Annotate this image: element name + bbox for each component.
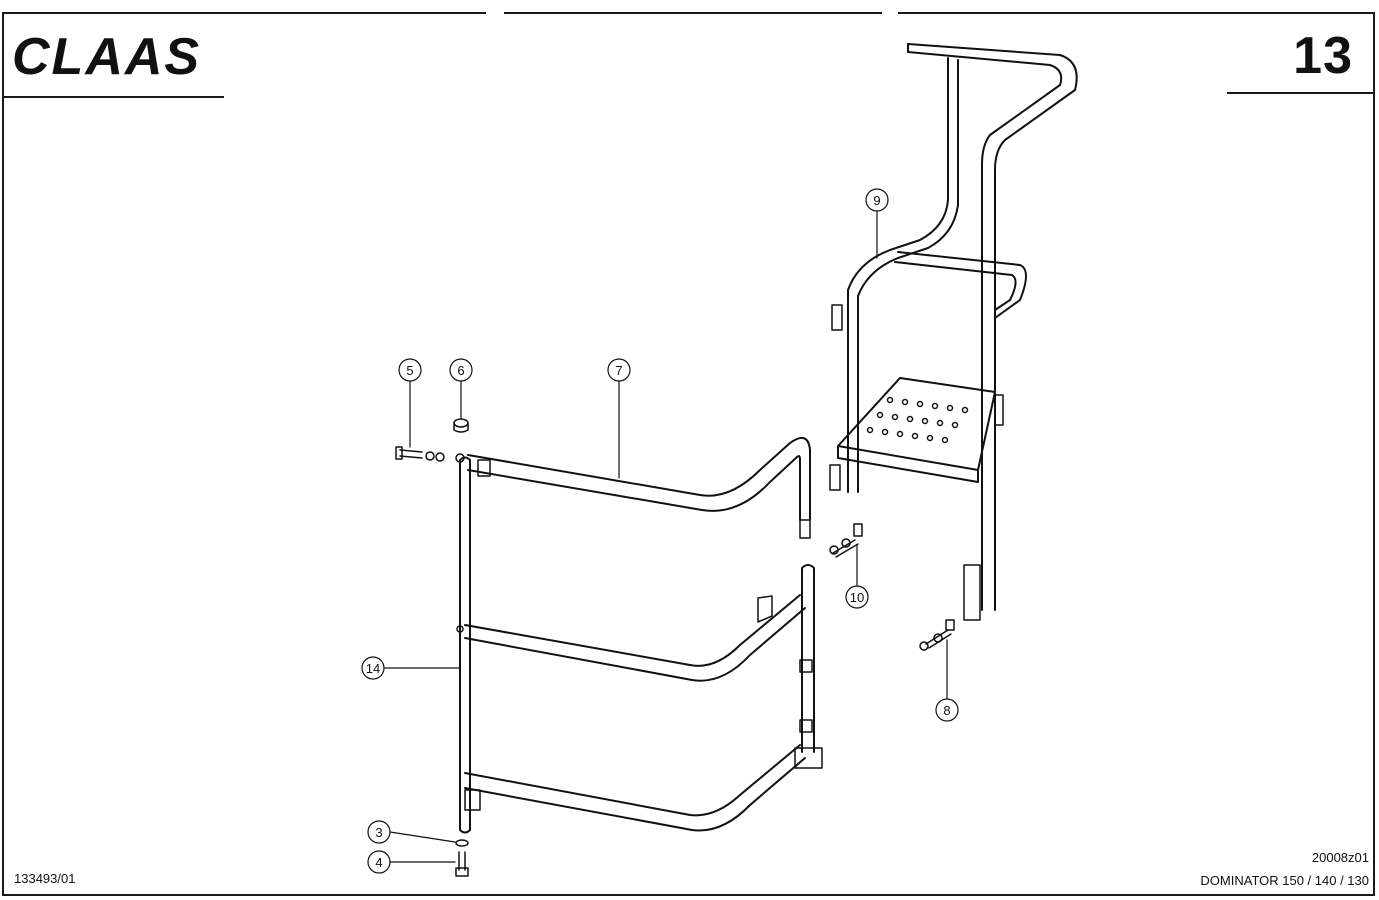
svg-text:7: 7 [615, 363, 622, 378]
svg-text:5: 5 [406, 363, 413, 378]
callout-14: 14 [361, 656, 385, 680]
svg-text:14: 14 [366, 661, 380, 676]
frame-gap-left [486, 8, 504, 18]
ladder-step-assembly [829, 43, 1078, 621]
svg-text:4: 4 [375, 855, 382, 870]
claas-logo: CLAAS [12, 30, 201, 82]
brand-wordmark: CLAAS [12, 30, 201, 82]
callout-4: 4 [367, 850, 391, 874]
callout-6: 6 [449, 358, 473, 382]
callout-9: 9 [865, 188, 889, 212]
callout-7: 7 [607, 358, 631, 382]
svg-text:10: 10 [850, 590, 864, 605]
callouts: 5 6 7 9 10 8 14 3 4 [361, 188, 959, 874]
page-number-underline [1227, 92, 1375, 94]
logo-underline [2, 96, 224, 98]
svg-text:3: 3 [375, 825, 382, 840]
callout-3: 3 [367, 820, 391, 844]
frame-gap-right [882, 8, 898, 18]
drawing-code: 20008z01 [1311, 850, 1369, 865]
svg-text:8: 8 [943, 703, 950, 718]
svg-text:9: 9 [873, 193, 880, 208]
document-number: 133493/01 [14, 871, 76, 886]
callout-10: 10 [845, 585, 869, 609]
svg-text:6: 6 [457, 363, 464, 378]
leader-3 [389, 831, 456, 843]
model-designation: DOMINATOR 150 / 140 / 130 [1200, 873, 1369, 888]
page-number: 13 [1293, 27, 1353, 85]
page-frame [2, 12, 1375, 896]
callout-5: 5 [398, 358, 422, 382]
small-fasteners [395, 418, 955, 877]
callout-8: 8 [935, 698, 959, 722]
guard-rail-assembly [456, 436, 823, 834]
